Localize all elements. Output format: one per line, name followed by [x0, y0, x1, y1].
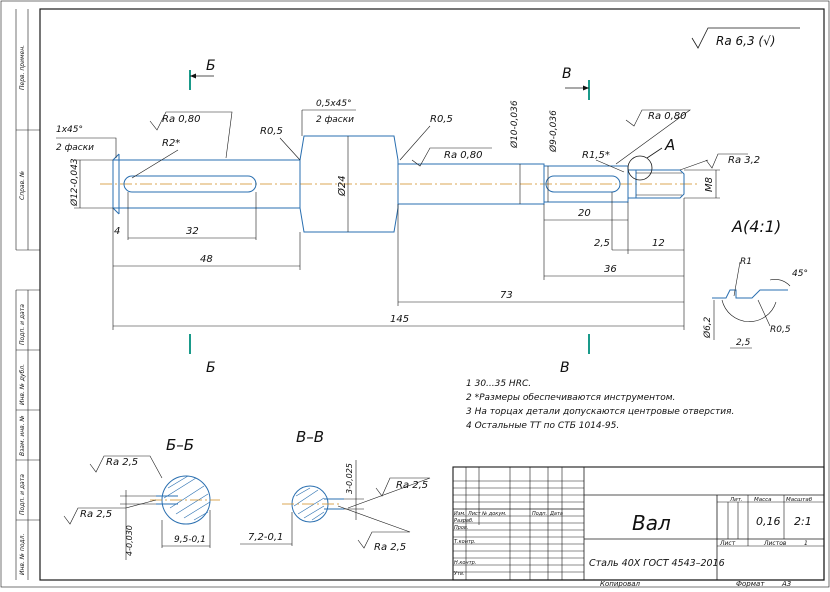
dim-145: 145 [390, 314, 409, 325]
dim-20: 20 [578, 208, 591, 219]
ra-right: Ra 0,80 [648, 111, 687, 122]
dim-32: 32 [186, 226, 199, 237]
strip-perv-primen: Перв. примен. [19, 45, 26, 90]
main-view-annotations: 1x45° 2 фаски 0,5x45° 2 фаски Ra 0,80 R2… [56, 99, 760, 330]
r2-label: R2* [162, 138, 180, 149]
tb-mass-header: Масса [754, 497, 772, 503]
d9-label: Ø9-0,036 [548, 110, 559, 153]
section-vv-ra-top: Ra 2,5 [396, 480, 428, 491]
section-bb-title: Б–Б [166, 436, 194, 454]
tb-col-izm: Изм. [454, 511, 466, 517]
chamfer-mid-label: 0,5x45° [316, 99, 352, 109]
chamfer-mid-count: 2 фаски [316, 115, 354, 125]
section-vv-dim-72: 7,2-0,1 [248, 532, 283, 543]
mark-b-bottom: Б [206, 360, 216, 376]
d12-label: Ø12-0,043 [69, 158, 80, 207]
tb-sheet-label: Лист [719, 540, 736, 547]
tb-role-nkontr: Н.контр. [454, 560, 476, 566]
r05-left-label: R0,5 [260, 126, 283, 137]
note-1: 1 30...35 HRC. [466, 379, 531, 389]
tb-role-prov: Пров. [454, 525, 469, 531]
detail-a-r1: R1 [740, 257, 752, 267]
tb-col-docum: № докум. [481, 511, 507, 517]
tb-material: Сталь 40Х ГОСТ 4543–2016 [589, 558, 725, 569]
footer-format: Формат [736, 580, 765, 588]
dim-36: 36 [604, 264, 617, 275]
dim-48: 48 [200, 254, 213, 265]
d24-label: Ø24 [336, 175, 348, 197]
tb-role-razrab: Разраб. [454, 518, 474, 524]
dim-4: 4 [114, 226, 120, 237]
detail-a-d62: Ø6,2 [702, 316, 713, 339]
m8-label: M8 [704, 177, 715, 192]
title-block: Изм. Лист № докум. Подп. Дата Разраб. Пр… [452, 466, 825, 581]
footer-format-value: А3 [781, 580, 791, 588]
footer-kopiroval: Копировал [600, 580, 641, 588]
tb-role-tkontr: Т.контр. [454, 539, 476, 545]
dim-73: 73 [500, 290, 513, 301]
ra-left: Ra 0,80 [162, 114, 201, 125]
tb-lit-header: Лит. [729, 497, 743, 503]
section-vv-tol: 3-0,025 [345, 463, 354, 494]
tb-col-data: Дата [549, 511, 563, 517]
r05-mid-label: R0,5 [430, 114, 453, 125]
section-vv-title: В–В [296, 428, 324, 446]
mark-v-top: В [562, 66, 572, 82]
shaft-main-view: А [100, 135, 700, 233]
detail-a-callout-circle [627, 155, 653, 181]
section-bb-dim-95: 9,5-0,1 [174, 535, 206, 545]
detail-a-view: А(4:1) R1 45° R0,5 Ø6,2 2,5 [702, 217, 808, 349]
tb-scale-value: 2:1 [794, 515, 812, 528]
r15-label: R1,5* [582, 150, 610, 161]
general-roughness: Ra 6,3 (√) [691, 27, 800, 49]
detail-a-r05: R0,5 [770, 325, 791, 335]
inner-frame [39, 8, 825, 581]
technical-notes: 1 30...35 HRC. 2 *Размеры обеспечиваются… [466, 379, 734, 431]
chamfer-left-label: 1x45° [56, 125, 83, 135]
section-bb-tol: 4-0,030 [125, 525, 134, 556]
dim-2-5: 2,5 [594, 238, 610, 249]
ra-thread: Ra 3,2 [728, 155, 760, 166]
section-bb-ra-top: Ra 2,5 [106, 457, 138, 468]
keyway-left [123, 175, 257, 193]
tb-col-list: Лист [467, 511, 482, 517]
left-strip: Перв. примен. Справ. № Подп. и дата Инв.… [15, 9, 40, 580]
tb-sheets-label: Листов [763, 540, 787, 547]
d10-label: Ø10-0,036 [509, 100, 520, 149]
strip-podp-data-1: Подп. и дата [19, 304, 26, 345]
strip-sprav-no: Справ. № [19, 171, 26, 200]
note-3: 3 На торцах детали допускаются центровые… [466, 407, 734, 417]
tb-role-utv: Утв. [454, 571, 465, 577]
dim-12: 12 [652, 238, 665, 249]
strip-inv-dubl: Инв. № дубл. [19, 364, 26, 405]
detail-a-title: А(4:1) [731, 217, 781, 236]
section-vv-ra-bottom: Ra 2,5 [374, 542, 406, 553]
strip-inv-podl: Инв. № подл. [19, 534, 26, 575]
section-bb-ra-left: Ra 2,5 [80, 509, 112, 520]
tb-col-podp: Подп. [532, 511, 547, 517]
detail-a-dim-25: 2,5 [736, 338, 751, 348]
mark-b-top: Б [206, 58, 216, 74]
section-v-v: В–В 3-0,025 Ra 2,5 Ra 2,5 7,2-0,1 [240, 428, 431, 553]
ra-mid: Ra 0,80 [444, 150, 483, 161]
tb-scale-header: Масштаб [786, 497, 813, 503]
detail-a-angle: 45° [792, 269, 808, 279]
sheet-footer: Копировал Формат А3 [600, 580, 791, 588]
chamfer-left-count: 2 фаски [56, 143, 94, 153]
mark-a: А [664, 136, 675, 154]
note-4: 4 Остальные ТТ по СТБ 1014-95. [466, 421, 619, 431]
strip-podp-data-2: Подп. и дата [19, 474, 26, 515]
section-marks: Б Б В В [189, 58, 590, 376]
mark-v-bottom: В [560, 360, 570, 376]
tb-mass-value: 0,16 [756, 515, 781, 528]
general-roughness-label: Ra 6,3 (√) [716, 34, 775, 48]
strip-vzam-inv: Взам. инв. № [19, 415, 26, 456]
section-b-b: Б–Б Ra 2,5 Ra 2,5 4-0,030 9,5-0,1 [63, 436, 220, 560]
note-2: 2 *Размеры обеспечиваются инструментом. [466, 393, 675, 403]
tb-sheets-count: 1 [804, 540, 808, 547]
tb-part-name: Вал [632, 511, 671, 535]
